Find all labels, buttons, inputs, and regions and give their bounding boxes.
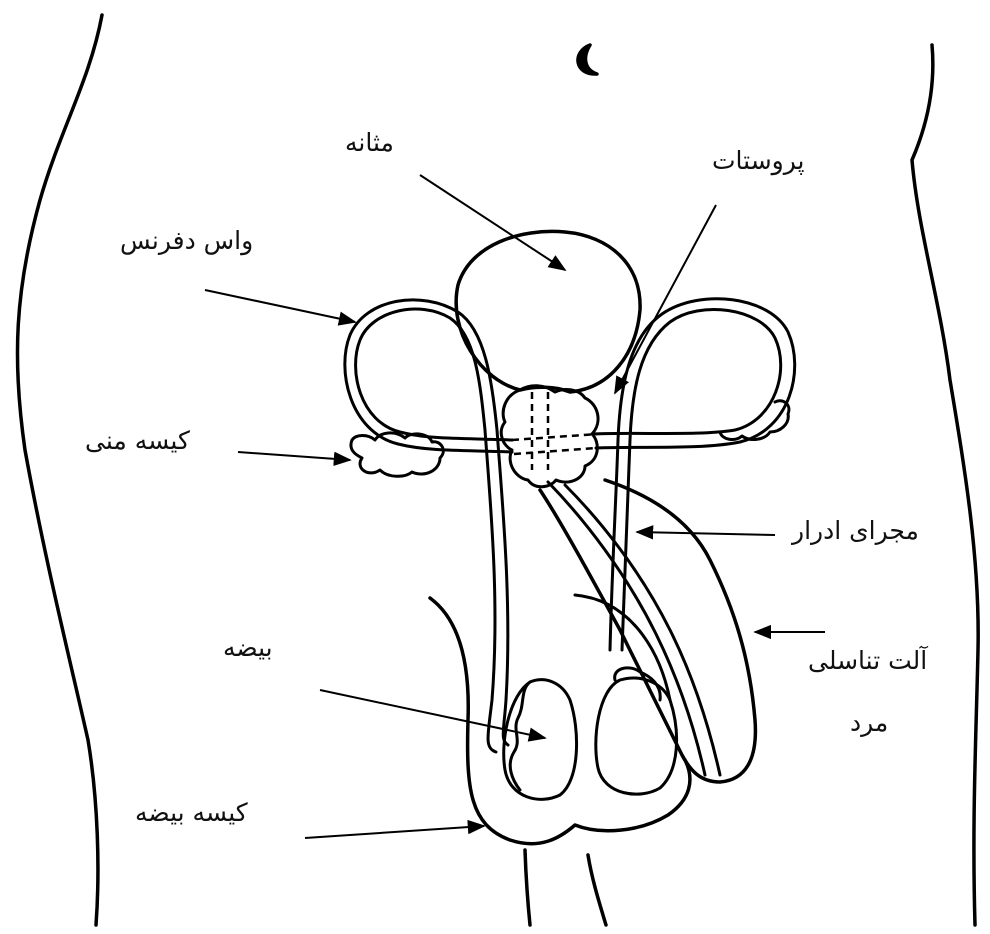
- label-scrotum: کیسه بیضه: [135, 800, 248, 825]
- label-penis-line2: مرد: [850, 710, 888, 735]
- arrow-scrotum: [305, 826, 484, 838]
- arrow-bladder: [420, 175, 565, 270]
- vas-deferens-right-inner: [596, 299, 795, 650]
- label-seminal-vesicle: کیسه منی: [85, 428, 190, 453]
- leg-line-right: [588, 855, 606, 925]
- prostate-duct-dash-3: [512, 434, 598, 440]
- label-bladder: مثانه: [345, 130, 394, 155]
- label-testis: بیضه: [223, 635, 273, 660]
- body-outline-left: [17, 15, 102, 925]
- label-penis-line1: آلت تناسلی: [808, 648, 927, 673]
- arrow-vas-deferens: [205, 290, 355, 322]
- navel: [578, 45, 597, 74]
- label-prostate: پروستات: [712, 148, 804, 173]
- testis-right: [596, 678, 677, 794]
- seminal-vesicle-left: [351, 433, 443, 476]
- label-urethra: مجرای ادرار: [792, 518, 919, 543]
- bladder: [456, 231, 640, 392]
- body-outline-right: [912, 45, 978, 925]
- leg-line-left: [525, 850, 530, 925]
- vas-deferens-right-outer: [592, 309, 781, 650]
- arrow-seminal-vesicle: [238, 452, 350, 460]
- arrow-urethra: [637, 532, 775, 535]
- prostate-duct-dash-4: [514, 448, 596, 454]
- testis-left-epididymis: [510, 682, 530, 790]
- vas-deferens-left-inner: [345, 300, 512, 745]
- label-vas-deferens: واس دفرنس: [120, 228, 253, 253]
- penis-outline: [540, 480, 755, 782]
